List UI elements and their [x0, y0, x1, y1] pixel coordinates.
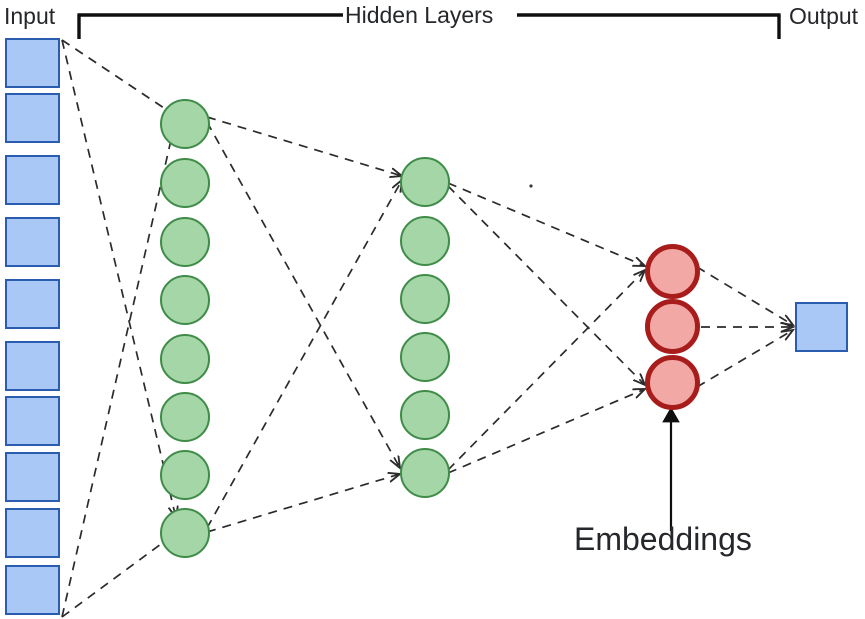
hidden1-node-7: [160, 450, 210, 500]
hidden2-node-4: [400, 332, 450, 382]
hidden1-node-3: [160, 217, 210, 267]
input-node-1: [5, 38, 60, 88]
edge-input-top-to-hidden1-top: [61, 39, 176, 116]
output-label: Output: [789, 3, 859, 29]
edge-input-bottom-to-hidden1-bottom: [61, 530, 180, 618]
input-node-10: [5, 565, 60, 615]
input-node-3: [5, 155, 60, 205]
output-node-1: [795, 302, 848, 352]
edge-hidden1-bottom-to-hidden2-top: [206, 180, 402, 529]
input-node-2: [5, 93, 60, 143]
embedding-node-3: [645, 355, 700, 410]
hidden-layers-label: Hidden Layers: [345, 2, 494, 28]
edge-hidden2-top-to-embed-bottom: [447, 185, 645, 385]
input-node-9: [5, 508, 60, 558]
edge-hidden1-top-to-hidden2-bottom: [206, 121, 400, 468]
hidden-layers-bracket: [77, 13, 781, 39]
edge-input-bottom-to-hidden1-top: [61, 118, 176, 618]
edge-embed-bottom-to-output: [696, 330, 793, 388]
edge-hidden1-bottom-to-hidden2-bottom: [206, 474, 400, 533]
hidden2-node-3: [400, 274, 450, 324]
hidden1-node-8: [160, 508, 210, 558]
hidden1-node-4: [160, 275, 210, 325]
hidden1-node-5: [160, 334, 210, 384]
input-node-4: [5, 217, 60, 267]
input-node-7: [5, 396, 60, 446]
hidden1-node-6: [160, 392, 210, 442]
edge-embed-top-to-output: [696, 266, 793, 325]
edge-hidden2-bottom-to-embed-bottom: [447, 389, 645, 474]
embedding-node-2: [645, 299, 700, 354]
edge-hidden2-top-to-embed-top: [447, 182, 645, 266]
input-node-5: [5, 279, 60, 329]
input-node-8: [5, 452, 60, 502]
hidden2-node-5: [400, 390, 450, 440]
edge-group: [61, 39, 793, 618]
stray-dot-artifact: [529, 184, 533, 188]
edge-input-top-to-hidden1-bottom: [61, 39, 176, 518]
edge-hidden2-bottom-to-embed-top: [447, 270, 645, 471]
edge-hidden1-top-to-hidden2-top: [206, 116, 402, 176]
input-label: Input: [4, 3, 56, 29]
embeddings-label: Embeddings: [574, 521, 752, 557]
hidden2-node-1: [400, 157, 450, 207]
hidden2-node-2: [400, 216, 450, 266]
hidden2-node-6: [400, 448, 450, 498]
embedding-node-1: [645, 244, 700, 299]
input-node-6: [5, 341, 60, 391]
hidden1-node-1: [160, 99, 210, 149]
hidden1-node-2: [160, 158, 210, 208]
